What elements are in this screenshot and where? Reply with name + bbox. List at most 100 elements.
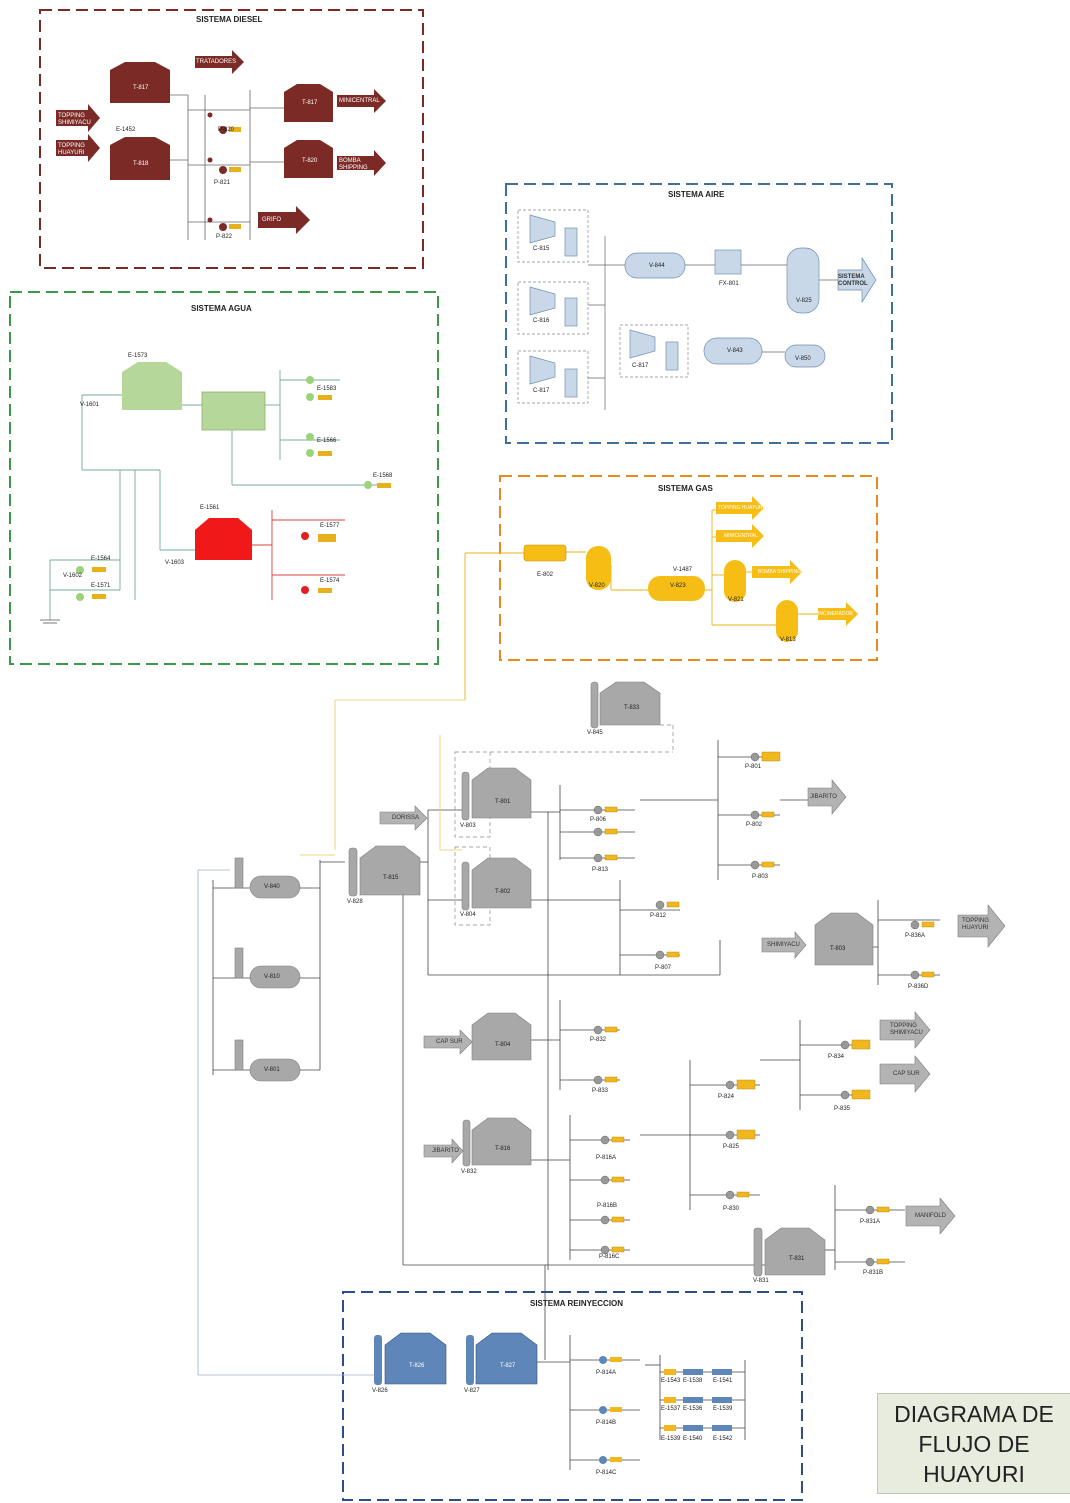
- pump-label: P-836A: [905, 933, 926, 939]
- outlet-arrow-label: INCINERADOR: [818, 611, 854, 617]
- tank-label: T-817: [302, 100, 318, 106]
- pump-label: P-806: [590, 817, 607, 823]
- tank-label: T-815: [383, 875, 399, 881]
- exchanger-label: E-1543: [661, 1378, 681, 1384]
- exchanger-label: E-1452: [116, 127, 136, 133]
- vessel-label: V-825: [796, 298, 812, 304]
- compressor-label: C-815: [533, 246, 550, 252]
- vessel-label: V-844: [649, 263, 665, 269]
- diagram-title-line: DIAGRAMA DE: [894, 1400, 1054, 1427]
- outlet-arrow-label: SISTEMA CONTROL: [838, 274, 868, 287]
- tag-label: E-1574: [320, 578, 340, 584]
- vessel-label: V-845: [587, 730, 603, 736]
- pump-label: P-802: [746, 822, 763, 828]
- pump-label: P-803: [752, 874, 769, 880]
- exchanger-label: E-1540: [683, 1436, 703, 1442]
- pump-label: P-816A: [596, 1155, 617, 1161]
- process-equipment: [234, 681, 874, 1277]
- exchanger-label: E-1539: [713, 1406, 733, 1412]
- tank-label: T-827: [500, 1363, 516, 1369]
- exchanger-label: E-802: [537, 572, 554, 578]
- reinjection-title: SISTEMA REINYECCION: [530, 1299, 624, 1308]
- pump-label: P-831B: [863, 1270, 884, 1276]
- diagram-title-line: HUAYURI: [923, 1460, 1025, 1487]
- water-title: SISTEMA AGUA: [191, 304, 252, 313]
- compressor-label: C-817: [533, 388, 550, 394]
- tag-label: V-1487: [673, 567, 693, 573]
- vessel-label: V-823: [670, 583, 686, 589]
- pump-label: P-831A: [860, 1219, 881, 1225]
- gas-system: [464, 496, 858, 700]
- tank-label: T-826: [409, 1363, 425, 1369]
- outlet-arrow-label: MINICENTRAL: [339, 98, 380, 104]
- gas-system-box: [499, 475, 878, 661]
- pump-label: P-812: [650, 913, 667, 919]
- pump-label: P-816C: [599, 1254, 620, 1260]
- water-system: [40, 362, 391, 624]
- tank-label: T-817: [133, 85, 149, 91]
- tank-label: E-1561: [200, 505, 220, 511]
- process-piping: [212, 740, 940, 1360]
- outlet-arrow-label: MANIFOLD: [915, 1213, 947, 1219]
- diagram-title-line: FLUJO DE: [918, 1430, 1030, 1457]
- tank-label: T-803: [830, 946, 846, 952]
- valve-label: V-1602: [63, 573, 83, 579]
- tag-label: E-1577: [320, 523, 340, 529]
- vessel-label: V-828: [347, 899, 363, 905]
- diagram-title-box: DIAGRAMA DE FLUJO DE HUAYURI: [877, 1393, 1070, 1494]
- outlet-arrow-label: BOMBA SHIPPING: [758, 569, 802, 575]
- pump-label: P-807: [655, 965, 672, 971]
- valve-label: V-1601: [80, 402, 100, 408]
- inlet-arrow-label: SHIMIYACU: [767, 942, 800, 948]
- water-system-box: [9, 291, 439, 665]
- compressor-label: C-816: [533, 318, 550, 324]
- vessel-label: V-827: [464, 1388, 480, 1394]
- vessel-label: V-804: [460, 912, 476, 918]
- diesel-system: [56, 50, 386, 240]
- tag-label: E-1568: [373, 473, 393, 479]
- tag-label: E-1566: [317, 438, 337, 444]
- vessel-label: V-813: [780, 637, 796, 643]
- outlet-arrow-label: GRIFO: [262, 217, 281, 223]
- vessel-label: V-820: [589, 583, 605, 589]
- vessel-label: V-850: [795, 356, 811, 362]
- tag-label: E-1564: [91, 556, 111, 562]
- pump-label: P-832: [590, 1037, 607, 1043]
- outlet-arrow-label: BOMBA SHIPPING: [339, 158, 368, 171]
- gas-title: SISTEMA GAS: [658, 484, 713, 493]
- outlet-arrow-label: JIBARITO: [810, 794, 837, 800]
- pump-label: P-834: [828, 1054, 845, 1060]
- inlet-arrow-label: CAP SUR: [436, 1039, 463, 1045]
- pump-label: P-836D: [908, 984, 929, 990]
- reinjection-system: [374, 1332, 746, 1470]
- tank-label: T-831: [789, 1256, 805, 1262]
- reinjection-system-box: [342, 1291, 803, 1501]
- outlet-arrow-label: MINICENTRAL: [724, 533, 758, 539]
- inlet-arrow-label: TOPPING SHIMIYACU: [58, 113, 91, 126]
- compressor-label: C-817: [632, 363, 649, 369]
- exchanger-label: E-1536: [683, 1406, 703, 1412]
- filter-label: FX-801: [719, 281, 739, 287]
- pump-label: P-830: [723, 1206, 740, 1212]
- vessel-label: V-803: [460, 823, 476, 829]
- separator-label: V-810: [264, 974, 280, 980]
- vessel-label: V-831: [753, 1278, 769, 1284]
- exchanger-label: E-1541: [713, 1378, 733, 1384]
- outlet-arrow-label: TRATADORES: [196, 59, 237, 65]
- outlet-arrow-label: TOPPING HUAYURI: [718, 505, 764, 511]
- air-system: [517, 209, 877, 410]
- tank-label: T-801: [495, 799, 511, 805]
- outlet-arrow-label: CAP SUR: [893, 1071, 920, 1077]
- process-motors: [604, 751, 935, 1265]
- tank-label: T-804: [495, 1042, 511, 1048]
- inlet-arrow-label: DORISSA: [392, 815, 420, 821]
- air-title: SISTEMA AIRE: [668, 190, 725, 199]
- separator-label: V-801: [264, 1067, 280, 1073]
- pump-label: P-833: [592, 1088, 609, 1094]
- pump-label: P-814C: [596, 1470, 617, 1476]
- tank-label: T-802: [495, 889, 511, 895]
- diesel-title: SISTEMA DIESEL: [196, 15, 263, 24]
- tank-label: T-816: [495, 1146, 511, 1152]
- exchanger-label: E-1538: [683, 1378, 703, 1384]
